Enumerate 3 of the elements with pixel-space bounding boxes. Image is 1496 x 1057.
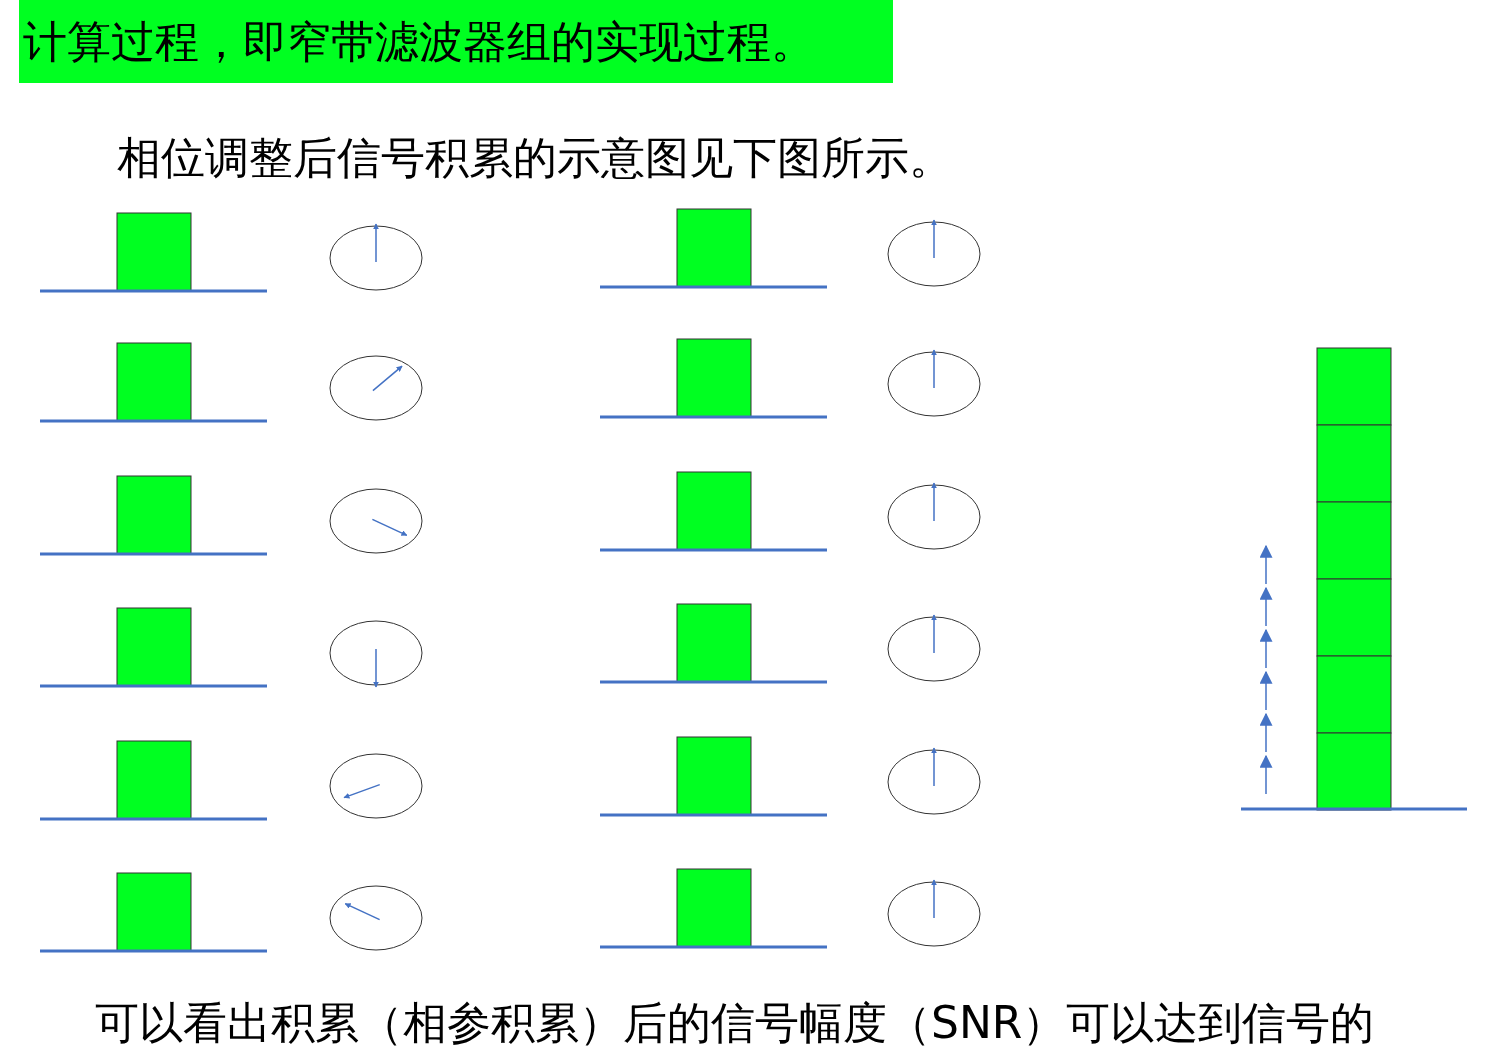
conclusion-text: 可以看出积累（相参积累）后的信号幅度（SNR）可以达到信号的 <box>95 997 1375 1050</box>
highlighted-heading: 计算过程，即窄带滤波器组的实现过程。 <box>19 0 893 83</box>
description-text: 相位调整后信号积累的示意图见下图所示。 <box>117 132 953 185</box>
